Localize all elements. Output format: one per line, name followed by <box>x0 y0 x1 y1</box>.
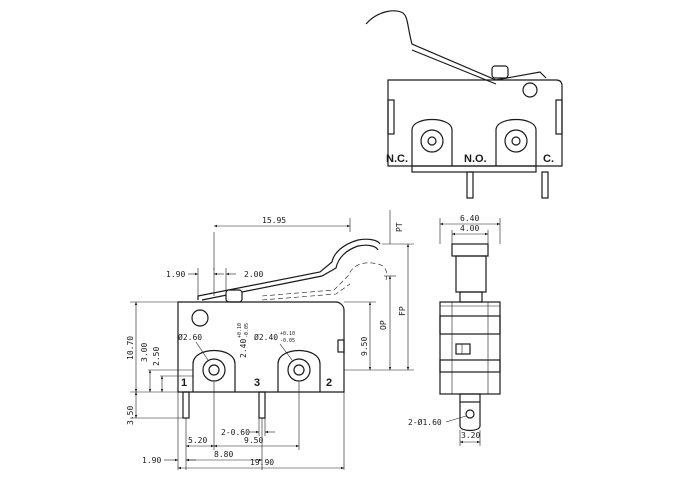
dim-2-00: 2.00 <box>244 270 263 279</box>
top-view: N.C. N.O. C. <box>365 10 563 199</box>
dim-5-20: 5.20 <box>188 436 207 445</box>
terminal-label-3: 3 <box>254 377 260 389</box>
hole-offset-up: +0.10 <box>237 323 243 338</box>
dim-2-01-60: 2-Ø1.60 <box>408 417 442 427</box>
hole-note-2: Ø2.40 <box>254 332 278 342</box>
dim-1-90-top: 1.90 <box>166 270 185 279</box>
terminal-label-no: N.O. <box>464 153 487 165</box>
dim-2-060: 2-0.60 <box>221 428 250 437</box>
dim-8-80: 8.80 <box>214 450 233 459</box>
dim-10-70: 10.70 <box>126 336 135 360</box>
front-lever <box>197 238 381 300</box>
hole-note-1: Ø2.60 <box>178 332 202 342</box>
dim-9-50-v: 9.50 <box>360 337 369 356</box>
top-body <box>387 79 563 167</box>
dim-3-20: 3.20 <box>461 431 480 440</box>
dim-op: OP <box>379 320 388 330</box>
hole-note-2-tol-dn: -0.05 <box>280 338 295 344</box>
dim-2-50: 2.50 <box>152 347 161 366</box>
hole-offset-base: 2.40 <box>239 339 248 358</box>
top-plunger <box>491 65 509 79</box>
terminal-label-1: 1 <box>181 377 187 389</box>
side-view: 6.40 4.00 2-Ø1.60 3.20 <box>408 214 501 446</box>
terminal-label-c: C. <box>543 153 554 165</box>
dim-19-90: 19.90 <box>250 458 274 467</box>
dim-fp: FP <box>398 306 407 316</box>
dim-4-00: 4.00 <box>460 224 479 233</box>
dim-pt: PT <box>395 222 404 232</box>
hole-offset-dn: -0.05 <box>244 323 250 338</box>
front-body <box>177 301 345 393</box>
dim-6-40: 6.40 <box>460 214 479 223</box>
terminal-label-nc: N.C. <box>386 153 408 165</box>
dim-3-00: 3.00 <box>140 343 149 362</box>
top-lever <box>365 10 547 81</box>
dim-9-50-h: 9.50 <box>244 436 263 445</box>
dim-3-50: 3.50 <box>126 406 135 425</box>
dim-15-95: 15.95 <box>262 216 286 225</box>
dim-1-90-bot: 1.90 <box>142 456 161 465</box>
hole-note-2-tol-up: +0.10 <box>280 331 295 337</box>
front-view: 1 3 2 15.95 1.90 2.00 10.70 3.00 2.50 3.… <box>126 210 414 470</box>
terminal-label-2: 2 <box>326 377 332 389</box>
side-lever-top <box>451 243 489 257</box>
